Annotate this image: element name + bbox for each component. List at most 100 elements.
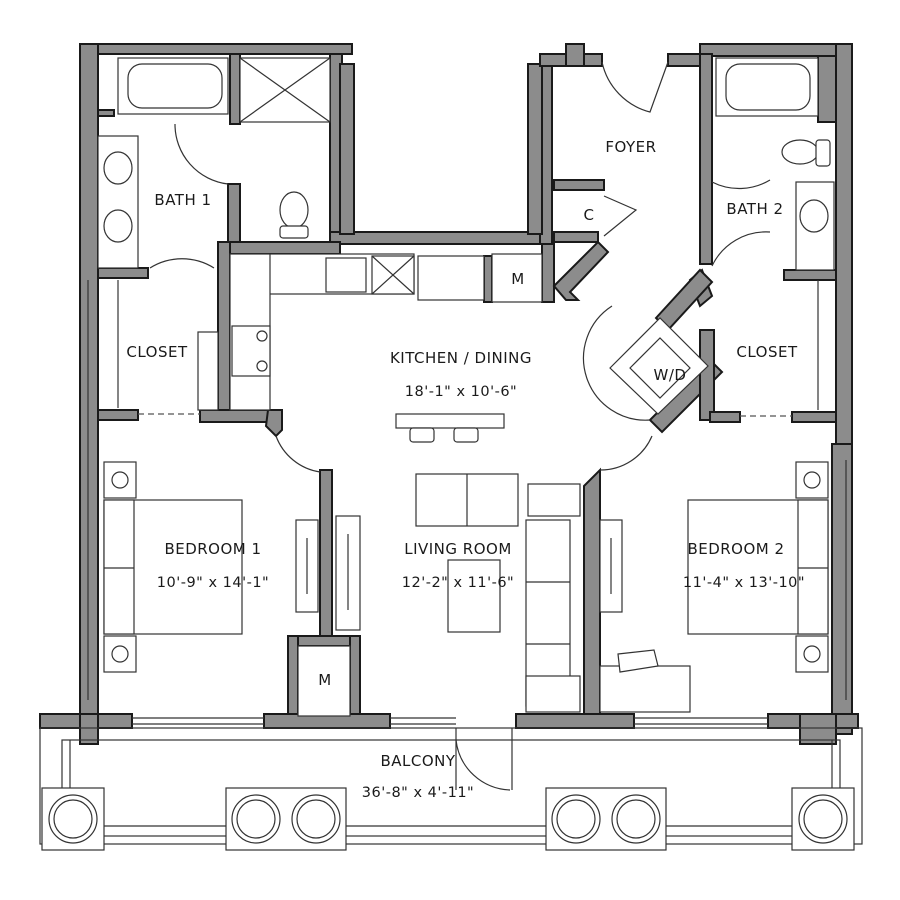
bedroom1-furniture [103, 461, 319, 673]
bedroom1-dims: 10'-9" x 14'-1" [157, 575, 269, 591]
vanity-1-icon [97, 135, 139, 269]
bar-stool-1-icon [409, 427, 435, 443]
toilet-2-tank-icon [815, 139, 831, 167]
bedroom2-label: BEDROOM 2 [687, 540, 784, 558]
kitchen-dims: 18'-1" x 10'-6" [405, 384, 517, 400]
windows [87, 280, 847, 725]
bed1-door-swing [275, 435, 321, 473]
toilet-2-icon [781, 139, 819, 165]
closet-c-door [603, 195, 638, 237]
wall-mech-top-left [483, 255, 493, 303]
bedroom2-dims: 11'-4" x 13'-10" [683, 575, 805, 591]
desk-chair-icon [617, 649, 659, 673]
bar-stool-2-icon [453, 427, 479, 443]
sofa-icon [525, 519, 571, 707]
desk-icon [599, 665, 691, 713]
entry-door-swing [601, 61, 669, 113]
closet2-label: CLOSET [736, 343, 798, 361]
balcony-label: BALCONY [380, 752, 455, 770]
coffee-table-icon [447, 559, 501, 633]
wall-wd-right [699, 329, 715, 421]
bath1-lower-door-swing [149, 258, 215, 269]
wall-kitchen-left [217, 241, 231, 411]
washer-dryer-label: W/D [654, 366, 687, 384]
wall-notch-bottom [329, 231, 553, 245]
mech-room-bottom [297, 645, 351, 717]
bath2-label: BATH 2 [726, 200, 783, 218]
bath2-fixtures [711, 57, 835, 271]
wall-mech-top-right [541, 243, 555, 303]
living-room-label: LIVING ROOM [404, 540, 512, 558]
bath2-lower-door-swing [711, 231, 771, 267]
bathtub-2-basin-icon [725, 63, 811, 111]
wall-kitchen-jog [264, 409, 283, 438]
bath2-door-swing [711, 179, 771, 190]
wall-closetc-bottom [553, 231, 599, 243]
side-chair-icon [527, 483, 581, 517]
mech-bottom-label: M [318, 671, 331, 689]
kitchen-island-bar [395, 413, 505, 429]
bed2-door-swing [599, 435, 653, 471]
wall-closetc-top [553, 179, 605, 191]
bath1-label: BATH 1 [154, 191, 211, 209]
wall-bath1-divider [229, 53, 241, 125]
wall-right-lower [831, 443, 853, 735]
room-labels: BATH 1 FOYER C BATH 2 M CLOSET CLOSET KI… [126, 138, 805, 801]
bath1-fixtures [97, 57, 331, 269]
wall-bottom-3 [515, 713, 635, 729]
mech-room-top [491, 253, 543, 303]
closets [117, 195, 819, 417]
wall-closet2-bottom-right [791, 411, 837, 423]
wall-mech-right [349, 635, 361, 717]
closet1-label: CLOSET [126, 343, 188, 361]
living-room-dims: 12'-2" x 11'-6" [402, 575, 514, 591]
wall-bath2-left [699, 53, 713, 265]
wall-notch-right-inner [527, 63, 543, 235]
wall-mech-left [287, 635, 299, 717]
balcony [39, 727, 863, 851]
balcony-outline [39, 727, 863, 845]
sofa-end-icon [525, 675, 581, 713]
wall-closet2-bottom-left [709, 411, 741, 423]
wall-notch-left-inner [339, 63, 355, 235]
toilet-1-tank-icon [279, 225, 309, 239]
wall-bath1-bottom [97, 267, 149, 279]
washer-dryer-fixture [582, 305, 709, 421]
wall-bottom-corner-right [799, 713, 837, 745]
walls [39, 43, 859, 745]
wall-bed1-living [319, 469, 333, 641]
kitchen-label: KITCHEN / DINING [390, 349, 532, 367]
foyer-label: FOYER [605, 138, 656, 156]
refrigerator-icon [417, 255, 485, 301]
wall-kitchen-top [219, 241, 341, 255]
wall-living-bed2 [583, 467, 601, 717]
balcony-dims: 36'-8" x 4'-11" [362, 785, 474, 801]
wall-bath2-tub-end [817, 55, 837, 123]
bedroom2-furniture [599, 461, 829, 713]
wall-top-left [79, 43, 353, 55]
wall-diagonal-closetc [552, 240, 610, 301]
wall-bottom-corner-left [79, 713, 99, 745]
wall-left-exterior [79, 43, 99, 725]
wall-bath1-top [97, 109, 115, 117]
closet1-shelf [197, 331, 219, 411]
kitchen-sink-icon [325, 257, 367, 293]
sink-2-icon [799, 199, 829, 233]
bathtub-1-basin-icon [127, 63, 223, 109]
wall-top-right [699, 43, 851, 57]
sink-1b-icon [103, 209, 133, 243]
sink-1a-icon [103, 151, 133, 185]
closet-c-label: C [584, 206, 595, 224]
bedroom1-label: BEDROOM 1 [164, 540, 261, 558]
mech-top-label: M [511, 270, 524, 288]
living-room-furniture [335, 473, 581, 713]
wall-bath2-bottom [783, 269, 837, 281]
wall-right-upper [835, 43, 853, 445]
wall-bath1-right [227, 183, 241, 245]
kitchen-fixtures [229, 253, 505, 443]
toilet-1-icon [279, 191, 309, 229]
wall-column-foyer [565, 43, 585, 67]
bath1-door-swing [174, 123, 229, 185]
wall-closet1-bottom-left [97, 409, 139, 421]
